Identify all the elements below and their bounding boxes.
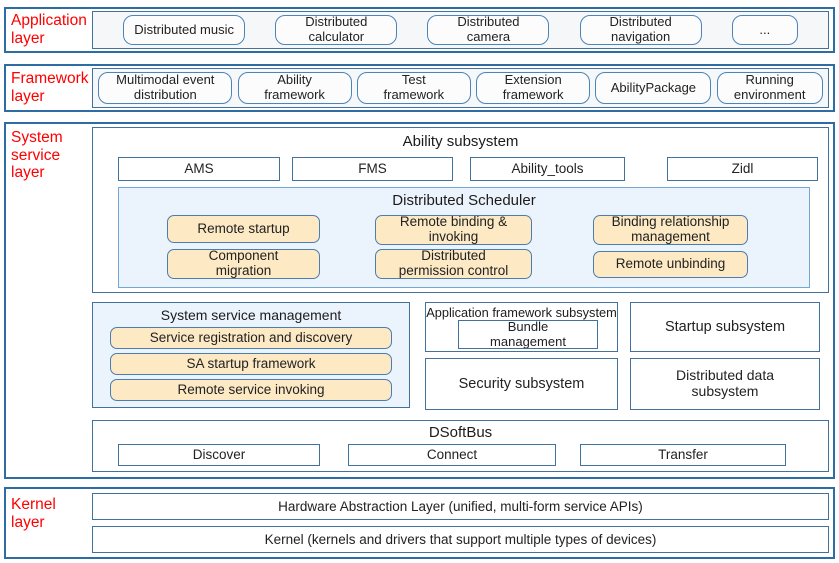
framework-box-ability-framework: Ability framework <box>237 72 352 104</box>
framework-box-label: Extension framework <box>502 72 564 102</box>
app-box-label: ... <box>759 21 771 37</box>
component-box-fms: FMS <box>292 157 453 181</box>
framework-box-label: Ability framework <box>264 72 325 102</box>
framework-box-label: AbilityPackage <box>610 79 697 95</box>
feature-label: SA startup framework <box>186 355 316 371</box>
system-service-layer-label: System service layer <box>11 129 63 182</box>
scheduler-feature-remote-unbinding: Remote unbinding <box>593 251 748 278</box>
feature-label: Remote unbinding <box>615 256 726 272</box>
feature-label: Transfer <box>658 447 708 463</box>
scheduler-feature-remote-binding-invoking: Remote binding & invoking <box>375 214 532 245</box>
app-box-distributed-navigation: Distributed navigation <box>579 14 702 45</box>
component-label: Zidl <box>731 161 754 177</box>
framework-layer-band: Multimodal event distribution Ability fr… <box>92 68 829 108</box>
subsystem-label: Startup subsystem <box>664 318 786 335</box>
feature-label: Service registration and discovery <box>149 329 353 345</box>
application-layer-label: Application layer <box>11 12 87 47</box>
feature-label: Remote service invoking <box>177 381 325 397</box>
kernel-layer-label: Kernel layer <box>11 496 56 531</box>
scheduler-feature-remote-startup: Remote startup <box>167 215 320 243</box>
feature-label: Connect <box>426 447 478 463</box>
app-box-label: Distributed navigation <box>609 14 672 44</box>
feature-label: Distributed permission control <box>398 248 509 278</box>
app-box-ellipsis: ... <box>731 15 798 45</box>
ability-subsystem-title: Ability subsystem <box>402 133 519 150</box>
app-box-distributed-calculator: Distributed calculator <box>275 14 398 45</box>
component-box-ability-tools: Ability_tools <box>470 157 625 181</box>
framework-box-label: Running environment <box>733 72 806 102</box>
app-box-label: Distributed music <box>134 21 234 37</box>
dsoftbus-feature-transfer: Transfer <box>580 444 786 466</box>
feature-label: Binding relationship management <box>611 214 730 244</box>
kernel-box: Kernel (kernels and drivers that support… <box>92 526 829 553</box>
ssm-feature-remote-service-invoking: Remote service invoking <box>110 379 392 401</box>
dsoftbus-feature-discover: Discover <box>118 444 320 466</box>
framework-box-test-framework: Test framework <box>356 72 471 104</box>
app-box-label: Distributed calculator <box>305 14 368 44</box>
hal-label: Hardware Abstraction Layer (unified, mul… <box>278 498 643 514</box>
system-service-management-title: System service management <box>160 307 342 323</box>
framework-box-label: Multimodal event distribution <box>116 72 215 102</box>
feature-label: Discover <box>192 447 246 463</box>
scheduler-feature-distributed-permission-control: Distributed permission control <box>375 248 532 279</box>
dsoftbus-feature-connect: Connect <box>348 444 556 466</box>
hal-box: Hardware Abstraction Layer (unified, mul… <box>92 493 829 520</box>
application-layer-band: Distributed music Distributed calculator… <box>92 11 829 49</box>
security-subsystem-box: Security subsystem <box>425 358 618 410</box>
component-box-ams: AMS <box>118 157 280 181</box>
scheduler-feature-component-migration: Component migration <box>167 248 320 279</box>
subsystem-label: Distributed data subsystem <box>675 367 775 399</box>
feature-label: Component migration <box>208 248 279 278</box>
component-label: FMS <box>358 161 387 177</box>
app-box-distributed-music: Distributed music <box>123 15 246 45</box>
app-box-distributed-camera: Distributed camera <box>427 14 550 45</box>
ssm-feature-service-registration-discovery: Service registration and discovery <box>110 327 392 349</box>
app-box-label: Distributed camera <box>457 14 520 44</box>
scheduler-feature-binding-relationship-management: Binding relationship management <box>593 214 748 245</box>
framework-box-label: Test framework <box>383 72 445 102</box>
framework-box-running-environment: Running environment <box>716 72 823 104</box>
kernel-label: Kernel (kernels and drivers that support… <box>264 531 657 547</box>
component-label: Ability_tools <box>511 161 584 177</box>
component-box-zidl: Zidl <box>667 157 818 181</box>
framework-box-extension-framework: Extension framework <box>476 72 591 104</box>
application-framework-subsystem-title: Application framework subsystem <box>426 305 617 320</box>
distributed-scheduler-title: Distributed Scheduler <box>392 192 536 209</box>
startup-subsystem-box: Startup subsystem <box>630 302 820 352</box>
framework-layer-label: Framework layer <box>11 70 89 105</box>
subsystem-label: Security subsystem <box>458 375 585 392</box>
feature-label: Remote startup <box>197 220 290 236</box>
bundle-management-box: Bundle management <box>458 320 598 349</box>
component-label: AMS <box>184 161 214 177</box>
distributed-data-subsystem-box: Distributed data subsystem <box>630 358 820 410</box>
feature-label: Remote binding & invoking <box>399 214 508 244</box>
ssm-feature-sa-startup-framework: SA startup framework <box>110 353 392 375</box>
component-label: Bundle management <box>490 320 566 349</box>
dsoftbus-title: DSoftBus <box>428 424 493 441</box>
framework-box-abilitypackage: AbilityPackage <box>595 72 712 104</box>
framework-box-multimodal-event-distribution: Multimodal event distribution <box>98 72 233 104</box>
